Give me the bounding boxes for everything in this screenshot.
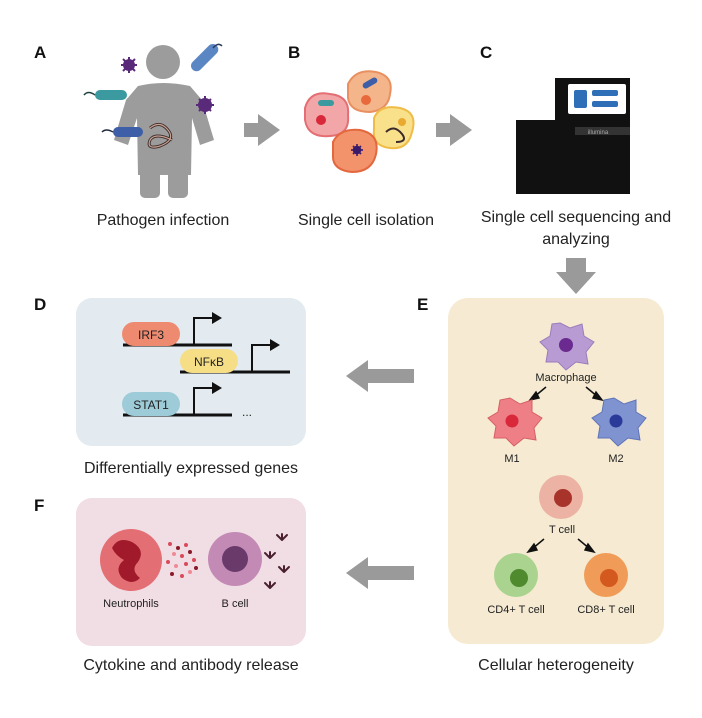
panel-c-letter: C (480, 43, 492, 62)
differentiation-arrows (528, 386, 604, 402)
arrow-e-to-f (346, 557, 414, 589)
panel-b-letter: B (288, 43, 300, 62)
panel-c-caption-line1: Single cell sequencing and (481, 209, 671, 226)
gene-nfkb-label: NFκB (194, 355, 224, 369)
b-cell-label: B cell (222, 598, 249, 610)
virus-icon (121, 57, 137, 73)
panel-b-caption: Single cell isolation (298, 212, 434, 229)
macrophage-icon (539, 322, 595, 371)
bacterium-icon (83, 90, 127, 100)
panel-f-letter: F (34, 496, 44, 515)
panel-c-caption-line2: analyzing (542, 231, 610, 248)
cd8-t-cell-icon (584, 553, 628, 597)
panel-e: E Macrophage M1 M2 T cell (417, 295, 664, 674)
panel-f-caption: Cytokine and antibody release (83, 657, 298, 674)
t-cell-label: T cell (549, 524, 575, 536)
cd4-t-cell-label: CD4+ T cell (487, 604, 544, 616)
worm-icon (147, 123, 173, 149)
neutrophil-icon (100, 529, 162, 591)
m2-macrophage-icon (591, 397, 647, 447)
cell-icon (304, 92, 350, 138)
bacterium-icon (191, 43, 223, 72)
panel-a: A (34, 43, 230, 229)
gene-stat1-label: STAT1 (133, 398, 169, 412)
panel-b: B Single cell isolation (288, 43, 434, 229)
cell-icon (372, 106, 415, 150)
b-cell-icon (208, 532, 262, 586)
panel-c: C illumina Single cell sequencing and an… (480, 43, 671, 248)
cytokine-dots (166, 542, 198, 578)
cell-icon (331, 128, 378, 174)
t-cell-differentiation-arrows (526, 538, 596, 554)
panel-a-letter: A (34, 43, 46, 62)
gene-ellipsis: ... (242, 405, 252, 419)
gene-stat1: STAT1 (122, 382, 232, 417)
arrow-b-to-c (436, 114, 472, 146)
panel-d: D IRF3 NFκB STAT1 ... Differentially exp (34, 295, 306, 477)
arrow-a-to-b (244, 114, 280, 146)
antibody-icon (264, 533, 290, 589)
panel-e-letter: E (417, 295, 428, 314)
neutrophils-label: Neutrophils (103, 598, 159, 610)
arrow-c-to-e (556, 258, 596, 294)
gene-irf3-label: IRF3 (138, 328, 164, 342)
arrow-e-to-d (346, 360, 414, 392)
panel-f: F Neutrophils B cell (34, 496, 306, 674)
gene-irf3: IRF3 (122, 312, 232, 347)
sequencer-icon: illumina (516, 78, 630, 194)
human-figure-icon (114, 45, 214, 198)
t-cell-icon (539, 475, 583, 519)
panel-a-caption: Pathogen infection (97, 212, 230, 229)
panel-d-letter: D (34, 295, 46, 314)
bacterium-icon (101, 127, 143, 137)
cd8-t-cell-label: CD8+ T cell (577, 604, 634, 616)
m2-label: M2 (608, 453, 623, 465)
virus-icon (196, 96, 214, 114)
sequencer-brand: illumina (588, 130, 609, 136)
cd4-t-cell-icon (494, 553, 538, 597)
macrophage-label: Macrophage (535, 372, 596, 384)
m1-macrophage-icon (487, 397, 543, 447)
gene-nfkb: NFκB (180, 339, 290, 374)
m1-label: M1 (504, 453, 519, 465)
panel-d-caption: Differentially expressed genes (84, 460, 298, 477)
panel-e-caption: Cellular heterogeneity (478, 657, 634, 674)
cell-icon (347, 70, 392, 114)
